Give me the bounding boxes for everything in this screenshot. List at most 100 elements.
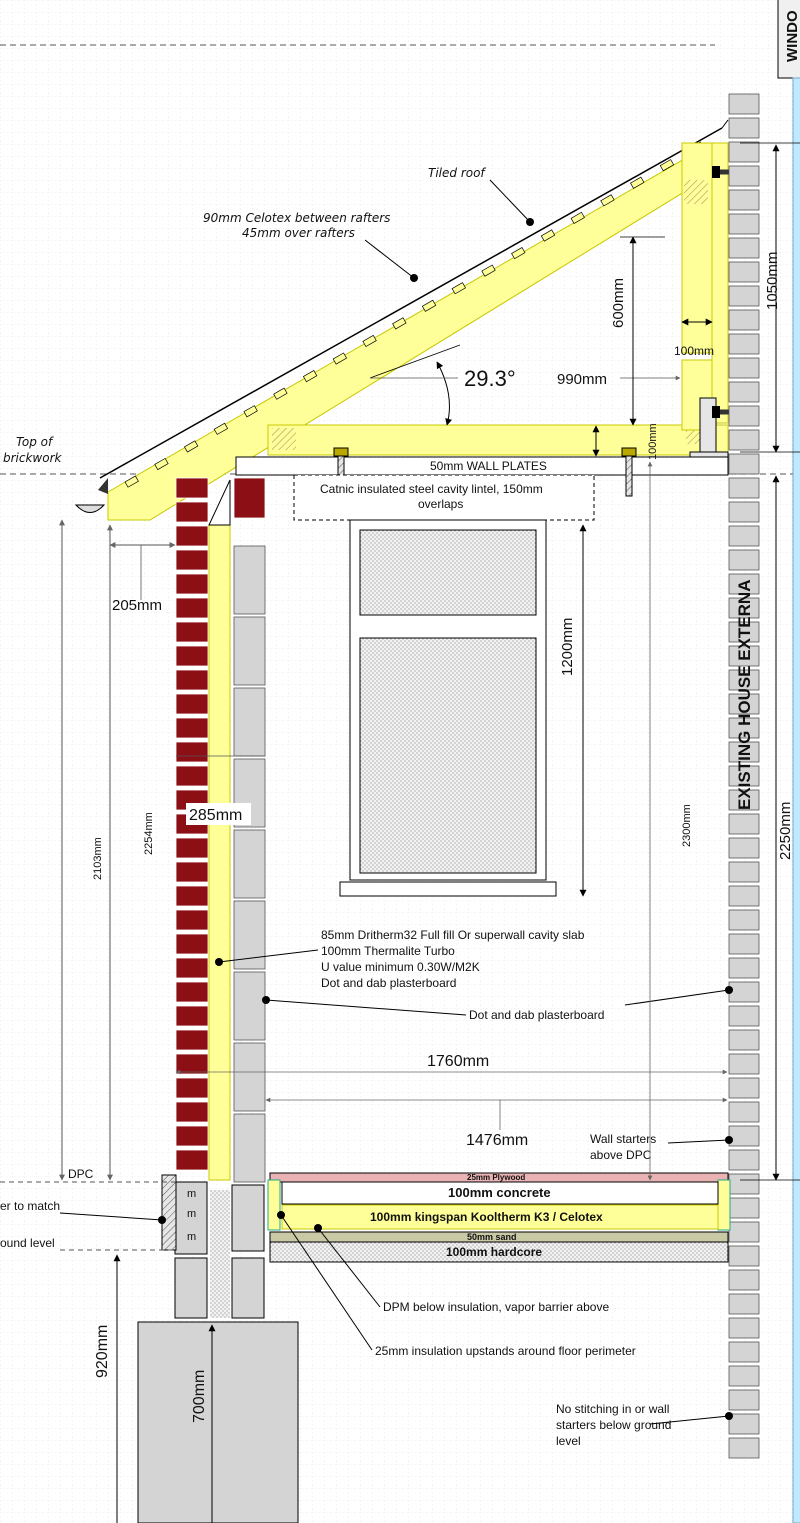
dim-920: 920mm <box>94 1325 111 1378</box>
dim-990: 990mm <box>557 371 607 388</box>
house-block <box>728 1341 760 1363</box>
house-block <box>728 597 760 619</box>
dim-600: 600mm <box>610 278 627 328</box>
brick <box>175 573 209 595</box>
window <box>339 519 557 897</box>
house-block <box>728 1029 760 1051</box>
dim-1476: 1476mm <box>466 1132 528 1149</box>
dim-1760: 1760mm <box>427 1053 489 1070</box>
stitching-label-2: starters below ground <box>556 1418 671 1432</box>
house-block <box>728 333 760 355</box>
house-block <box>728 1221 760 1243</box>
brick <box>175 1149 209 1171</box>
brick <box>175 981 209 1003</box>
top-of-brickwork-1: Top of <box>16 435 54 449</box>
lintel-label-1: Catnic insulated steel cavity lintel, 15… <box>320 482 543 496</box>
block <box>233 616 266 686</box>
hardcore-label: 100mm hardcore <box>446 1245 542 1259</box>
kingspan-label: 100mm kingspan Kooltherm K3 / Celotex <box>370 1210 603 1224</box>
dim-1200: 1200mm <box>559 618 576 676</box>
brick <box>175 861 209 883</box>
lintel-label-2: overlaps <box>418 497 463 511</box>
house-block <box>728 693 760 715</box>
house-block <box>728 213 760 235</box>
mm-mark-3: m <box>187 1231 196 1243</box>
dim-700: 700mm <box>191 1370 208 1423</box>
house-block <box>728 1269 760 1291</box>
roof-tile <box>481 264 496 277</box>
mm-mark-1: m <box>187 1188 196 1200</box>
roof-tile <box>392 317 407 330</box>
house-block <box>728 933 760 955</box>
existing-house-label: EXISTING HOUSE EXTERNA <box>735 580 754 810</box>
brick-outer-leaf <box>175 477 266 1171</box>
house-block <box>728 357 760 379</box>
concrete-layer <box>281 1181 719 1205</box>
house-block <box>728 1053 760 1075</box>
house-block <box>728 1245 760 1267</box>
annotations: Tiled roof 90mm Celotex between rafters … <box>0 166 733 1448</box>
roof-tile <box>332 352 348 365</box>
house-block <box>728 1197 760 1219</box>
brick <box>175 1005 209 1027</box>
dim-2103: 2103mm <box>92 837 104 880</box>
house-block <box>728 837 760 859</box>
brick <box>175 885 209 907</box>
brick <box>175 837 209 859</box>
house-block <box>728 261 760 283</box>
house-block <box>728 189 760 211</box>
roof-tile <box>273 387 288 400</box>
house-block <box>728 1173 760 1195</box>
roof-tile <box>540 229 556 242</box>
plywood-label: 25mm Plywood <box>467 1173 525 1182</box>
stitching-label-3: level <box>556 1434 581 1448</box>
roof-tile <box>213 422 229 435</box>
tiled-roof-label: Tiled roof <box>428 166 486 180</box>
roof-tiles <box>124 141 704 488</box>
brick <box>175 741 209 763</box>
house-block <box>728 765 760 787</box>
window-box: WINDO <box>777 0 800 1523</box>
house-block <box>728 573 760 595</box>
existing-house-wall <box>728 93 760 1459</box>
dim-285: 285mm <box>189 807 242 824</box>
house-block <box>728 429 760 451</box>
house-block <box>728 309 760 331</box>
dim-2300: 2300mm <box>681 804 693 847</box>
house-block <box>728 93 760 115</box>
house-block <box>728 1077 760 1099</box>
roof-tile <box>362 334 377 348</box>
vertical-post <box>681 142 750 461</box>
brick <box>175 1029 209 1051</box>
dimensions: 29.3° 990mm 600mm 100mm 100mm 1050mm 225… <box>59 142 800 1523</box>
house-block <box>728 621 760 643</box>
house-block <box>728 669 760 691</box>
brick <box>175 717 209 739</box>
roof-tile <box>154 457 169 471</box>
house-block <box>728 789 760 811</box>
house-block <box>728 453 760 475</box>
roof-tile <box>302 370 318 383</box>
roof-tile <box>183 440 199 453</box>
dim-2254: 2254mm <box>143 812 155 855</box>
kingspan-layer <box>281 1204 719 1230</box>
concrete-label: 100mm concrete <box>448 1185 551 1200</box>
dim-100-beam: 100mm <box>647 423 659 460</box>
brick <box>175 621 209 643</box>
roof-tile <box>511 246 526 260</box>
house-block <box>728 141 760 163</box>
house-block <box>728 117 760 139</box>
wall-plate: 50mm WALL PLATES <box>235 447 729 497</box>
window-label: WINDO <box>784 10 800 62</box>
brick <box>175 1077 209 1099</box>
house-block <box>728 405 760 427</box>
dim-100-post: 100mm <box>674 344 714 358</box>
house-block <box>728 477 760 499</box>
sand-label: 50mm sand <box>467 1232 517 1242</box>
lintel: Catnic insulated steel cavity lintel, 15… <box>293 474 595 521</box>
cavity-label-2: 100mm Thermalite Turbo <box>321 944 455 958</box>
brick <box>175 597 209 619</box>
house-block <box>728 957 760 979</box>
house-block <box>728 285 760 307</box>
roof-tile <box>659 159 675 172</box>
